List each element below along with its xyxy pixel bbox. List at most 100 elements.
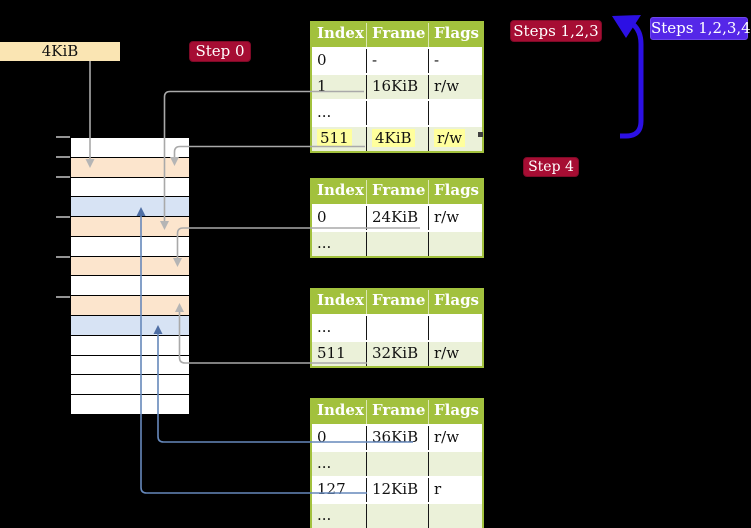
table-cell (428, 316, 482, 340)
arrowhead-recursive-loop (612, 15, 641, 38)
table-row: ... (312, 230, 482, 256)
address-tick (56, 216, 70, 218)
frame-size-box: 4KiB (0, 42, 120, 61)
column-header: Index (317, 291, 364, 309)
table-cell: 1 (317, 77, 327, 95)
column-header: Flags (428, 180, 482, 204)
table-cell: 32KiB (366, 342, 428, 366)
column-header: Frame (366, 23, 428, 47)
table-cell: 16KiB (366, 75, 428, 99)
table-cell: 12KiB (366, 478, 428, 502)
memory-frame-row-white (71, 374, 189, 395)
table-cell: 24KiB (366, 206, 428, 230)
table-cell (428, 101, 482, 125)
column-header: Index (317, 181, 364, 199)
badge-step4-label: Step 4 (528, 159, 574, 175)
table-cell: r/w (428, 426, 482, 450)
physical-memory-stack (70, 137, 190, 415)
memory-frame-row-white (71, 394, 189, 414)
table-cell: ... (317, 318, 332, 336)
memory-frame-row-white (71, 334, 189, 355)
table-cell (366, 452, 428, 476)
memory-frame-row-blue (71, 315, 189, 335)
badge-steps1234-label: Steps 1,2,3,4 (651, 19, 751, 37)
table-cell: - (428, 49, 482, 73)
table-cell (428, 452, 482, 476)
table-cell: 127 (317, 480, 346, 498)
table-row: ... (312, 450, 482, 476)
table-cell: ... (317, 234, 332, 252)
table-cell: 511 (317, 344, 346, 362)
memory-frame-row-white (71, 235, 189, 256)
table-cell: 0 (317, 428, 327, 446)
memory-frame-row-blue (71, 196, 189, 217)
table-cell (428, 232, 482, 256)
table-cell: r/w (428, 206, 482, 230)
table-cell: 4KiB (366, 127, 428, 151)
table-cell (366, 316, 428, 340)
address-tick (56, 176, 70, 178)
column-header: Flags (428, 400, 482, 424)
memory-frame-row-white (71, 275, 189, 296)
table-cell: 0 (317, 208, 327, 226)
address-tick (56, 136, 70, 138)
table-cell: r/w (428, 75, 482, 99)
memory-frame-row-orange (71, 295, 189, 316)
table-row: ... (312, 99, 482, 125)
table-cell: r (428, 478, 482, 502)
column-header: Index (317, 401, 364, 419)
table-cell: ... (317, 506, 332, 524)
badge-step0: Step 0 (189, 41, 251, 62)
memory-frame-row-white (71, 176, 189, 197)
table-row: ... (312, 502, 482, 528)
memory-frame-row-white (71, 354, 189, 375)
column-header: Frame (366, 400, 428, 424)
table-cell (428, 504, 482, 528)
table-cell: r/w (428, 127, 482, 151)
badge-step4: Step 4 (523, 157, 579, 177)
table-cell: ... (317, 103, 332, 121)
badge-steps123-label: Steps 1,2,3 (513, 22, 599, 40)
table-row: 0 -- (312, 47, 482, 73)
column-header: Frame (366, 180, 428, 204)
table-row: ... (312, 314, 482, 340)
column-header: Flags (428, 23, 482, 47)
table-cell: r/w (428, 342, 482, 366)
table-cell: ... (317, 454, 332, 472)
column-header: Index (317, 24, 364, 42)
address-tick (56, 256, 70, 258)
table-cell: 0 (317, 51, 327, 69)
memory-frame-row-orange (71, 255, 189, 276)
address-tick (56, 156, 70, 158)
table-cell: - (366, 49, 428, 73)
table-cell (366, 232, 428, 256)
column-header: Frame (366, 290, 428, 314)
table-cell (366, 504, 428, 528)
frame-size-label: 4KiB (41, 42, 79, 60)
table-cell (366, 101, 428, 125)
table-cell: 511 (312, 127, 366, 151)
table-cell: 36KiB (366, 426, 428, 450)
badge-steps1234: Steps 1,2,3,4 (650, 17, 751, 40)
badge-steps123: Steps 1,2,3 (510, 20, 602, 42)
memory-frame-row-orange (71, 156, 189, 177)
column-header: Flags (428, 290, 482, 314)
memory-frame-row-white (71, 138, 189, 157)
badge-step0-label: Step 0 (195, 42, 245, 60)
memory-frame-row-orange (71, 216, 189, 236)
